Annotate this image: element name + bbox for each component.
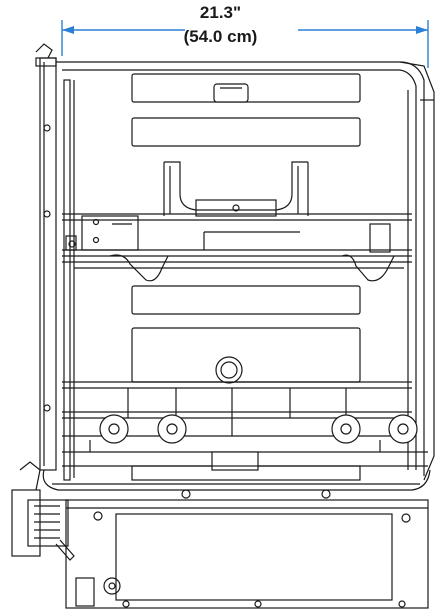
spray-arm-hub [215,356,243,384]
wall-panels [131,73,361,383]
service-panel [11,461,75,561]
rack-wheels [99,414,418,444]
width-cm-label: (54.0 cm) [183,27,258,46]
sump-assembly [42,440,431,499]
width-dimension-line [61,20,429,68]
width-inches-label: 21.3" [199,3,242,22]
upper-rack [62,213,412,282]
door-panel [35,43,57,471]
base-cabinet [65,499,429,609]
upper-rack-hooks [163,161,309,217]
